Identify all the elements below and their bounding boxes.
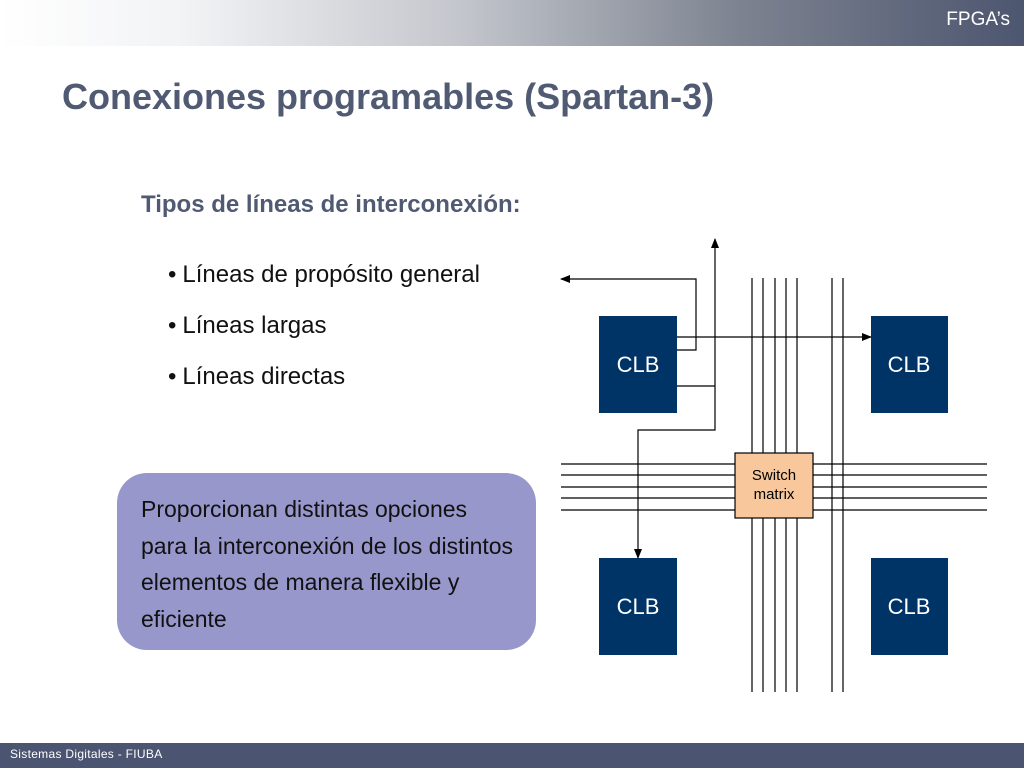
clb-label-bottom-left: CLB — [617, 594, 660, 619]
switch-matrix-label-line2: matrix — [754, 486, 795, 503]
bullet-long-lines: Líneas largas — [168, 309, 480, 360]
slide-subtitle: Tipos de líneas de interconexión: — [141, 191, 521, 218]
slide-title: Conexiones programables (Spartan-3) — [62, 76, 715, 117]
general-purpose-arrow — [560, 275, 697, 351]
clb-label-bottom-right: CLB — [888, 594, 931, 619]
callout-text: Proporcionan distintas opciones para la … — [141, 496, 514, 632]
footer-label: Sistemas Digitales - FIUBA — [10, 747, 163, 761]
top-header-bar: FPGA’s — [0, 0, 1024, 46]
callout-box: Proporcionan distintas opciones para la … — [117, 473, 536, 650]
switch-matrix-box — [734, 452, 814, 519]
section-label: FPGA’s — [946, 9, 1010, 30]
clb-block-top-right — [871, 316, 948, 413]
switch-matrix-label-line1: Switch — [752, 467, 796, 484]
bullet-general-lines: Líneas de propósito general — [168, 258, 480, 309]
footer-bar: Sistemas Digitales - FIUBA — [0, 743, 1024, 768]
down-to-clb-arrow — [634, 386, 716, 559]
clb-block-top-left — [599, 316, 677, 413]
clb-label-top-left: CLB — [617, 352, 660, 377]
clb-label-top-right: CLB — [888, 352, 931, 377]
clb-block-bottom-right — [871, 558, 948, 655]
bullet-list: Líneas de propósito general Líneas larga… — [168, 258, 480, 411]
bullet-direct-lines: Líneas directas — [168, 360, 480, 411]
clb-block-bottom-left — [599, 558, 677, 655]
